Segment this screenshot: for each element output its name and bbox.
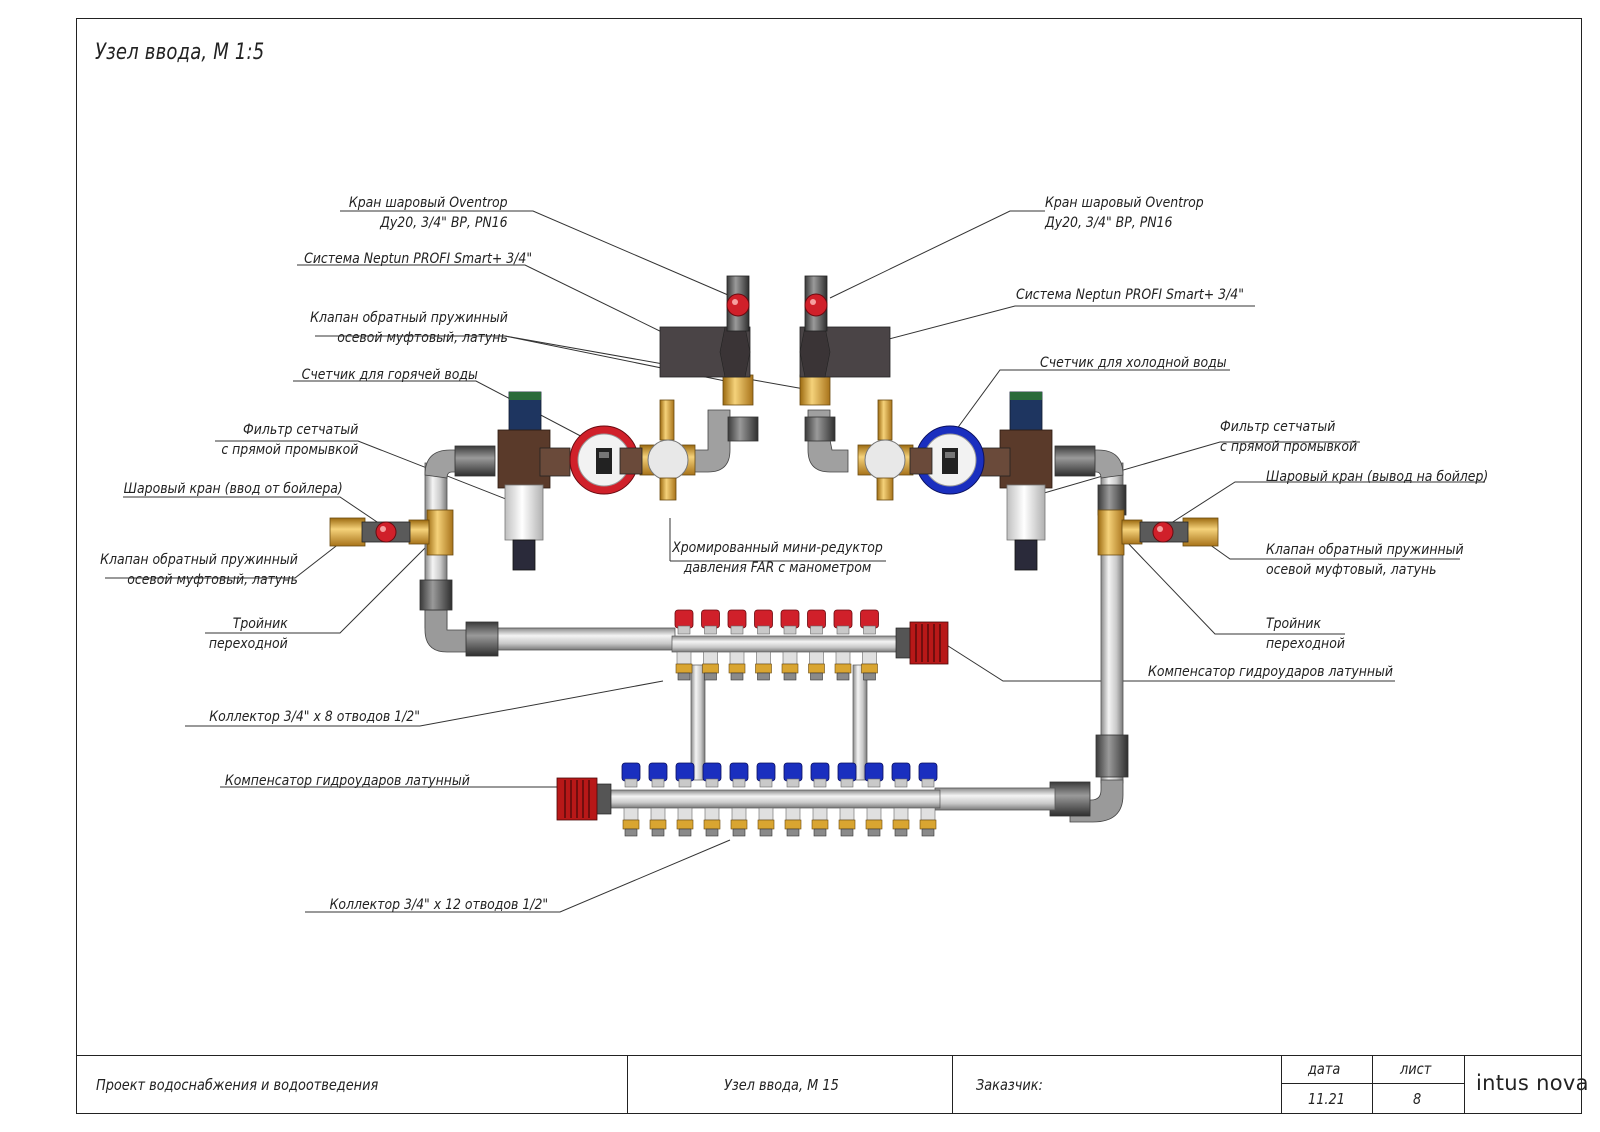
collector-outlet [810, 762, 830, 837]
drawing-title: Узел ввода, М 1:5 [95, 40, 265, 65]
collector-outlet [674, 609, 694, 681]
stamp-divider [1372, 1056, 1373, 1114]
collector-outlet [701, 609, 720, 681]
check-valve-top-left [722, 374, 754, 406]
brand-logo-text: intus nova [1476, 1071, 1589, 1095]
stamp-divider [1464, 1056, 1465, 1114]
pipes [419, 409, 1129, 823]
check-valve-top-right [799, 374, 831, 406]
collector-outlet [783, 762, 803, 837]
label-boiler-valve-in: Шаровый кран (ввод от бойлера) [123, 481, 343, 497]
label-cold-meter: Счетчик для холодной воды [1040, 355, 1227, 371]
hot-collector [671, 609, 949, 681]
reducer-right [857, 399, 933, 501]
stamp-divider [627, 1056, 628, 1114]
neptun-left [659, 326, 751, 378]
collector-outlet [729, 762, 749, 837]
stamp-divider [952, 1056, 953, 1114]
label-boiler-valve-out: Шаровый кран (вывод на бойлер) [1266, 469, 1489, 485]
cold-water-meter [915, 425, 985, 495]
oventrop-right [804, 275, 828, 332]
stamp-project: Проект водоснабжения и водоотведения [96, 1076, 379, 1094]
collector-outlet [837, 762, 857, 837]
collector-outlet [675, 762, 695, 837]
oventrop-left [726, 275, 750, 332]
collector-outlet [621, 762, 641, 837]
collector-outlet [918, 762, 938, 837]
label-neptun-left: Система Neptun PROFI Smart+ 3/4" [304, 251, 532, 267]
collector-outlet [756, 762, 776, 837]
neptun-right [799, 326, 891, 378]
boiler-valve-left [329, 517, 411, 547]
stamp-sheet-label: лист [1400, 1060, 1432, 1078]
label-compensator-right: Компенсатор гидроударов латунный [1148, 664, 1393, 680]
collector-outlet [648, 762, 668, 837]
tees [408, 509, 1143, 556]
collector-outlet [891, 762, 911, 837]
collector-outlet [754, 609, 773, 681]
label-hot-meter: Счетчик для горячей воды [301, 367, 478, 383]
stamp-divider [1281, 1056, 1282, 1114]
stamp-hline [1281, 1083, 1464, 1084]
title-block: Проект водоснабжения и водоотведения Узе… [76, 1055, 1588, 1114]
collector-outlet [807, 609, 826, 681]
label-collector-8: Коллектор 3/4" x 8 отводов 1/2" [209, 709, 420, 725]
label-collector-12: Коллектор 3/4" x 12 отводов 1/2" [329, 897, 548, 913]
collector-outlet [864, 762, 884, 837]
collector-outlet [702, 762, 722, 837]
stamp-customer: Заказчик: [976, 1076, 1043, 1094]
label-compensator-left: Компенсатор гидроударов латунный [225, 773, 470, 789]
leader-lines [105, 210, 1485, 913]
collector-outlet [780, 609, 800, 681]
reducer-left [619, 399, 696, 501]
filter-right [979, 391, 1053, 571]
stamp-sheet-value: 8 [1413, 1090, 1422, 1108]
cold-collector [556, 762, 941, 837]
collector-outlet [860, 609, 879, 681]
stamp-date-label: дата [1308, 1060, 1341, 1078]
filter-left [497, 391, 571, 571]
collector-outlet [727, 609, 747, 681]
stamp-date-value: 11.21 [1308, 1090, 1345, 1108]
hot-water-meter [569, 425, 639, 495]
drawing-frame [76, 18, 1582, 1114]
collector-outlet [833, 609, 853, 681]
stamp-sheet-name: Узел ввода, М 15 [724, 1076, 839, 1094]
boiler-valve-right [1139, 517, 1219, 547]
label-neptun-right: Система Neptun PROFI Smart+ 3/4" [1016, 287, 1244, 303]
